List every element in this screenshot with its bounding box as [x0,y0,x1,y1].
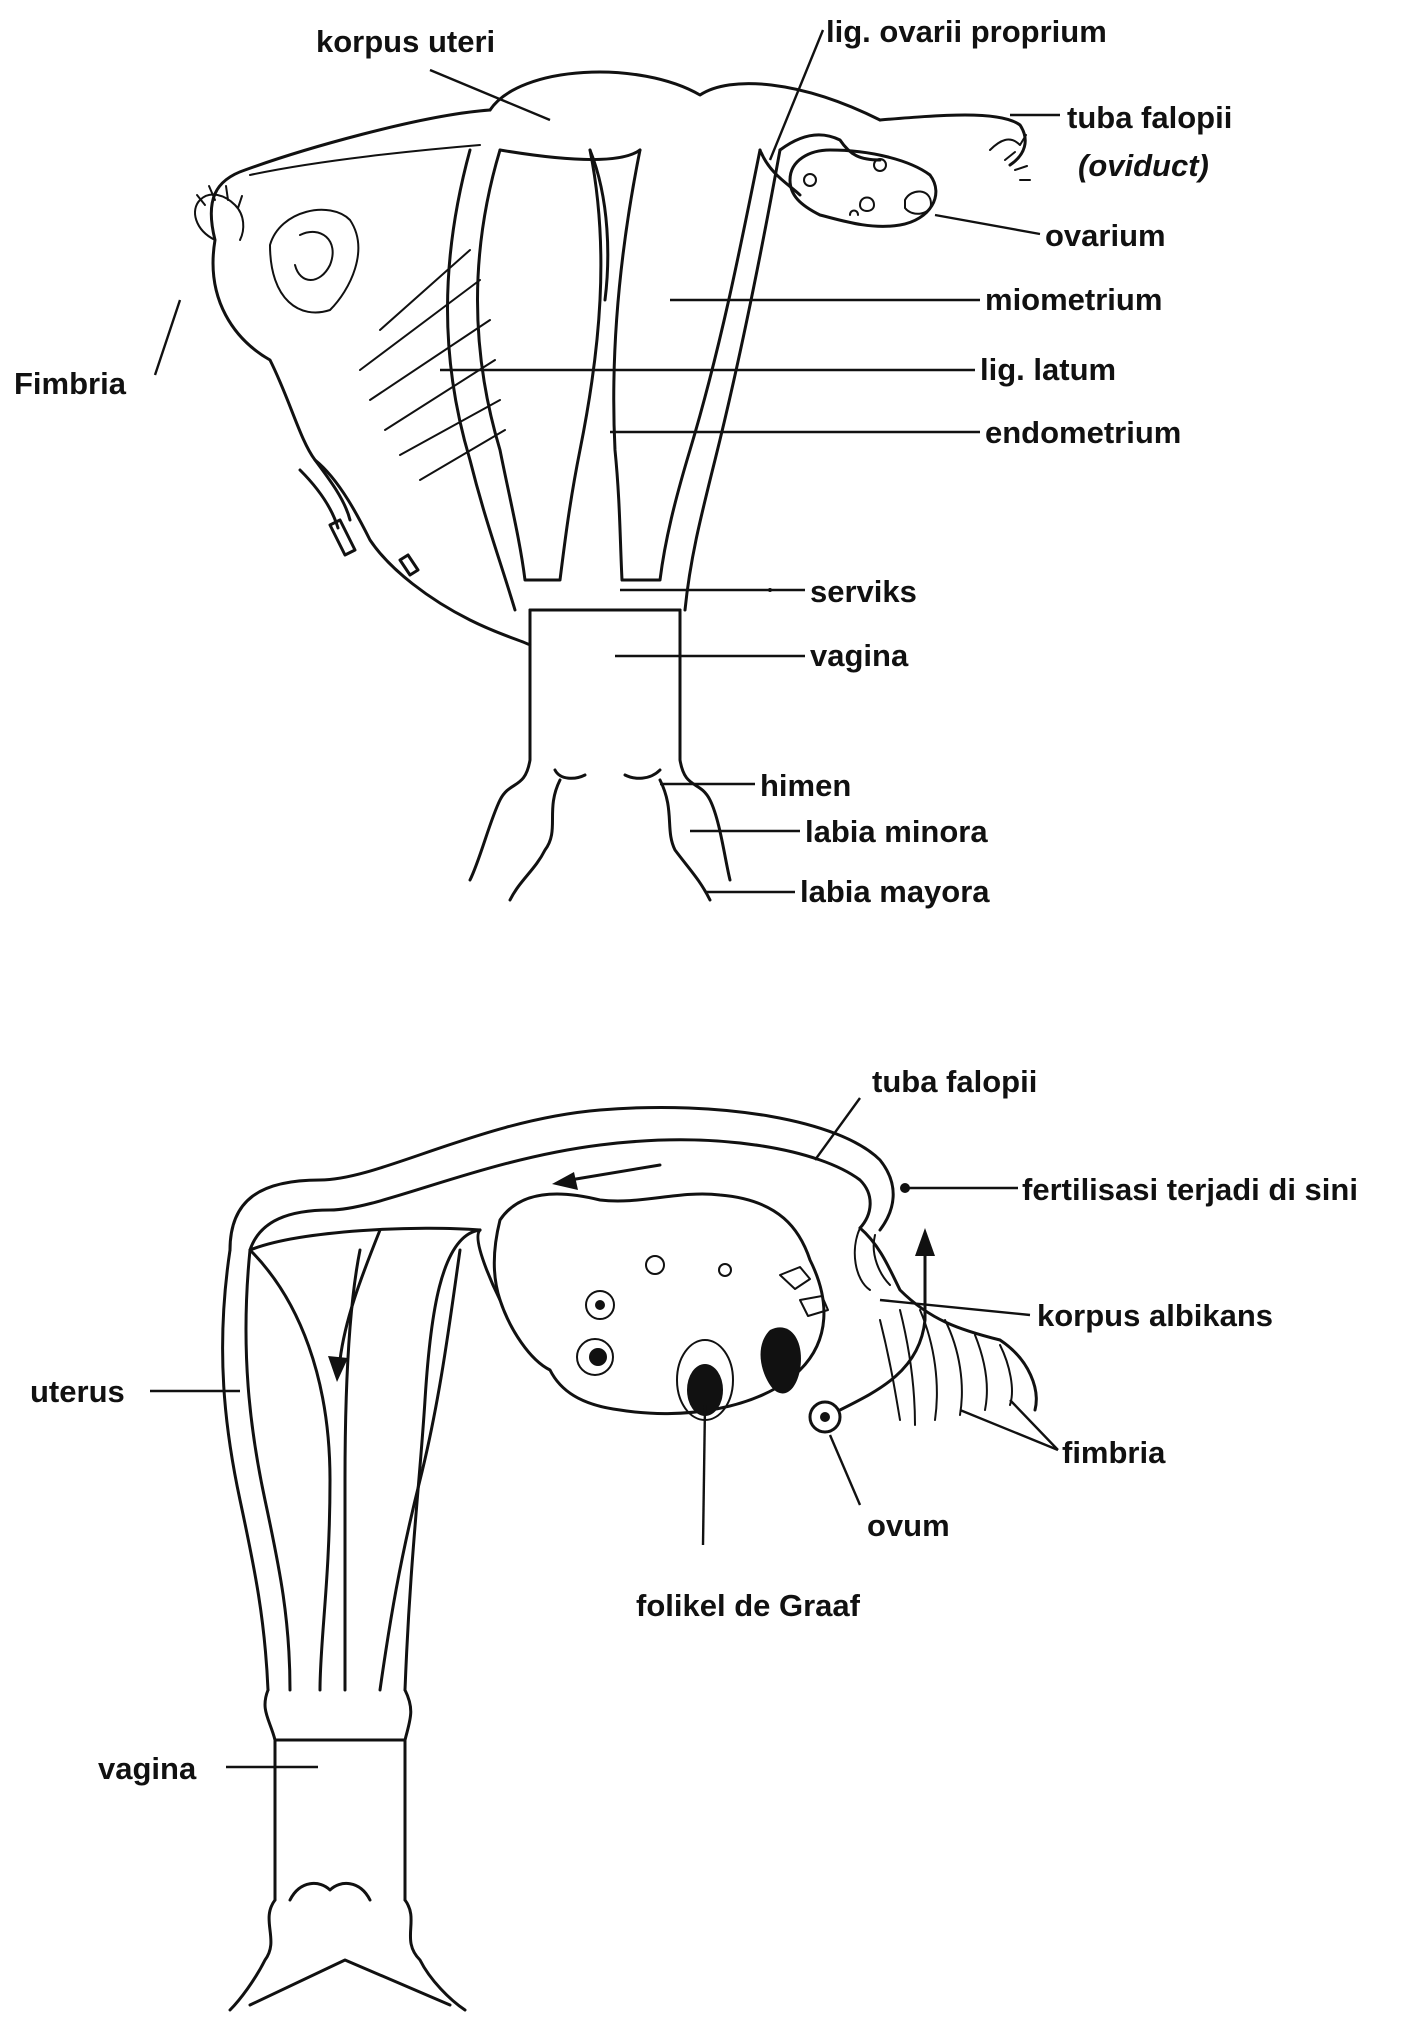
label-oviduct: (oviduct) [1078,150,1209,181]
label-labia-minora: labia minora [805,816,988,847]
uterus-outer-right [405,1230,480,1690]
bottom-labia-right [405,1900,465,2010]
label-fertilisasi: fertilisasi terjadi di sini [1022,1174,1358,1205]
label-vagina-top: vagina [810,640,908,671]
label-fimbria-bottom: fimbria [1062,1437,1165,1468]
ruptured-follicle [761,1327,801,1393]
bottom-opening [250,1960,450,2005]
uterus-inner-left [246,1250,290,1690]
label-tuba-falopii-top: tuba falopii [1067,102,1232,133]
label-uterus: uterus [30,1376,125,1407]
ovum-nucleus [820,1412,830,1422]
label-tuba-falopii-bottom: tuba falopii [872,1066,1037,1097]
sperm-arrowhead-2 [328,1356,348,1382]
label-korpus-albikans: korpus albikans [1037,1300,1273,1331]
fimbria-fringes [880,1310,1012,1425]
follicle-large-core [589,1348,607,1366]
sperm-arrow-1 [570,1165,660,1180]
uterus-side-view [223,1107,1037,2010]
label-vagina-bottom: vagina [98,1753,196,1784]
label-lig-latum: lig. latum [980,354,1116,385]
uterine-cavity-right [345,1250,360,1690]
label-labia-mayora: labia mayora [800,876,990,907]
follicle-small-1 [646,1256,664,1274]
label-folikel-de-graaf: folikel de Graaf [636,1590,860,1621]
label-serviks: serviks [810,576,917,607]
label-ovarium: ovarium [1045,220,1166,251]
label-himen: himen [760,770,851,801]
uterine-top-line [250,1228,480,1250]
follicle-medium-core [595,1300,605,1310]
label-ovum: ovum [867,1510,950,1541]
label-endometrium: endometrium [985,417,1181,448]
bottom-labia-left [230,1900,275,2010]
bottom-leader-lines [150,1098,1058,1767]
label-korpus-uteri: korpus uteri [316,26,495,57]
label-fimbria-top: Fimbria [14,368,126,399]
vagina-right [405,1690,411,1900]
vagina-left [265,1690,275,1900]
label-miometrium: miometrium [985,284,1162,315]
label-lig-ovarii-proprium: lig. ovarii proprium [826,16,1107,47]
sperm-arrowhead-1 [552,1172,578,1190]
bottom-hymen [290,1883,370,1900]
ovum-path-arrowhead [915,1228,935,1256]
follicle-small-2 [719,1264,731,1276]
